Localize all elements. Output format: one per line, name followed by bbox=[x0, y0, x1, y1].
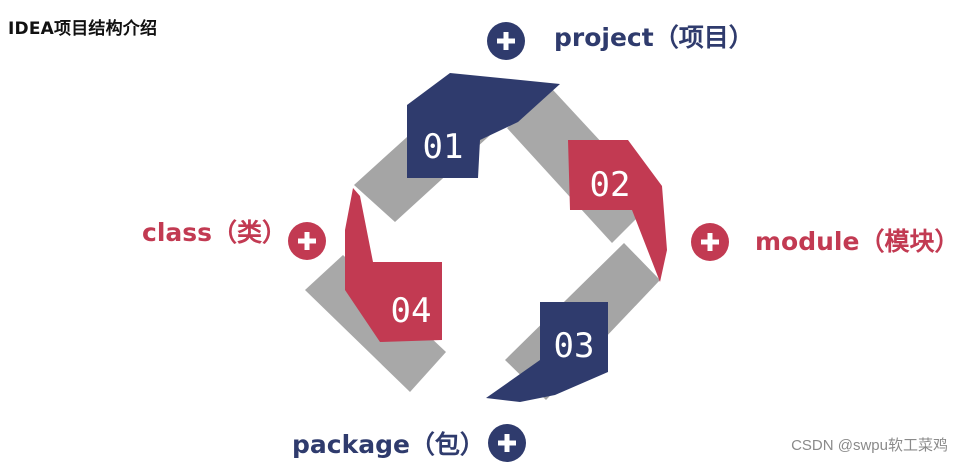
plus-circle-icon[interactable] bbox=[488, 424, 526, 462]
arrow-04 bbox=[345, 188, 442, 342]
watermark: CSDN @swpu软工菜鸡 bbox=[791, 437, 948, 454]
arrow-02 bbox=[568, 140, 667, 282]
plus-circle-icon[interactable] bbox=[487, 22, 525, 60]
plus-circle-icon[interactable] bbox=[691, 223, 729, 261]
arrow-01 bbox=[407, 73, 560, 178]
label-package: package（包） bbox=[292, 430, 485, 459]
label-module: module（模块） bbox=[755, 227, 960, 256]
page-title: IDEA项目结构介绍 bbox=[8, 19, 158, 39]
arrow-03 bbox=[486, 302, 608, 402]
step-number-01: 01 bbox=[423, 127, 464, 167]
step-number-03: 03 bbox=[554, 326, 595, 366]
plus-circle-icon[interactable] bbox=[288, 222, 326, 260]
step-number-04: 04 bbox=[391, 291, 432, 331]
label-class: class（类） bbox=[142, 218, 288, 247]
label-project: project（项目） bbox=[554, 23, 754, 52]
step-number-02: 02 bbox=[590, 165, 631, 205]
